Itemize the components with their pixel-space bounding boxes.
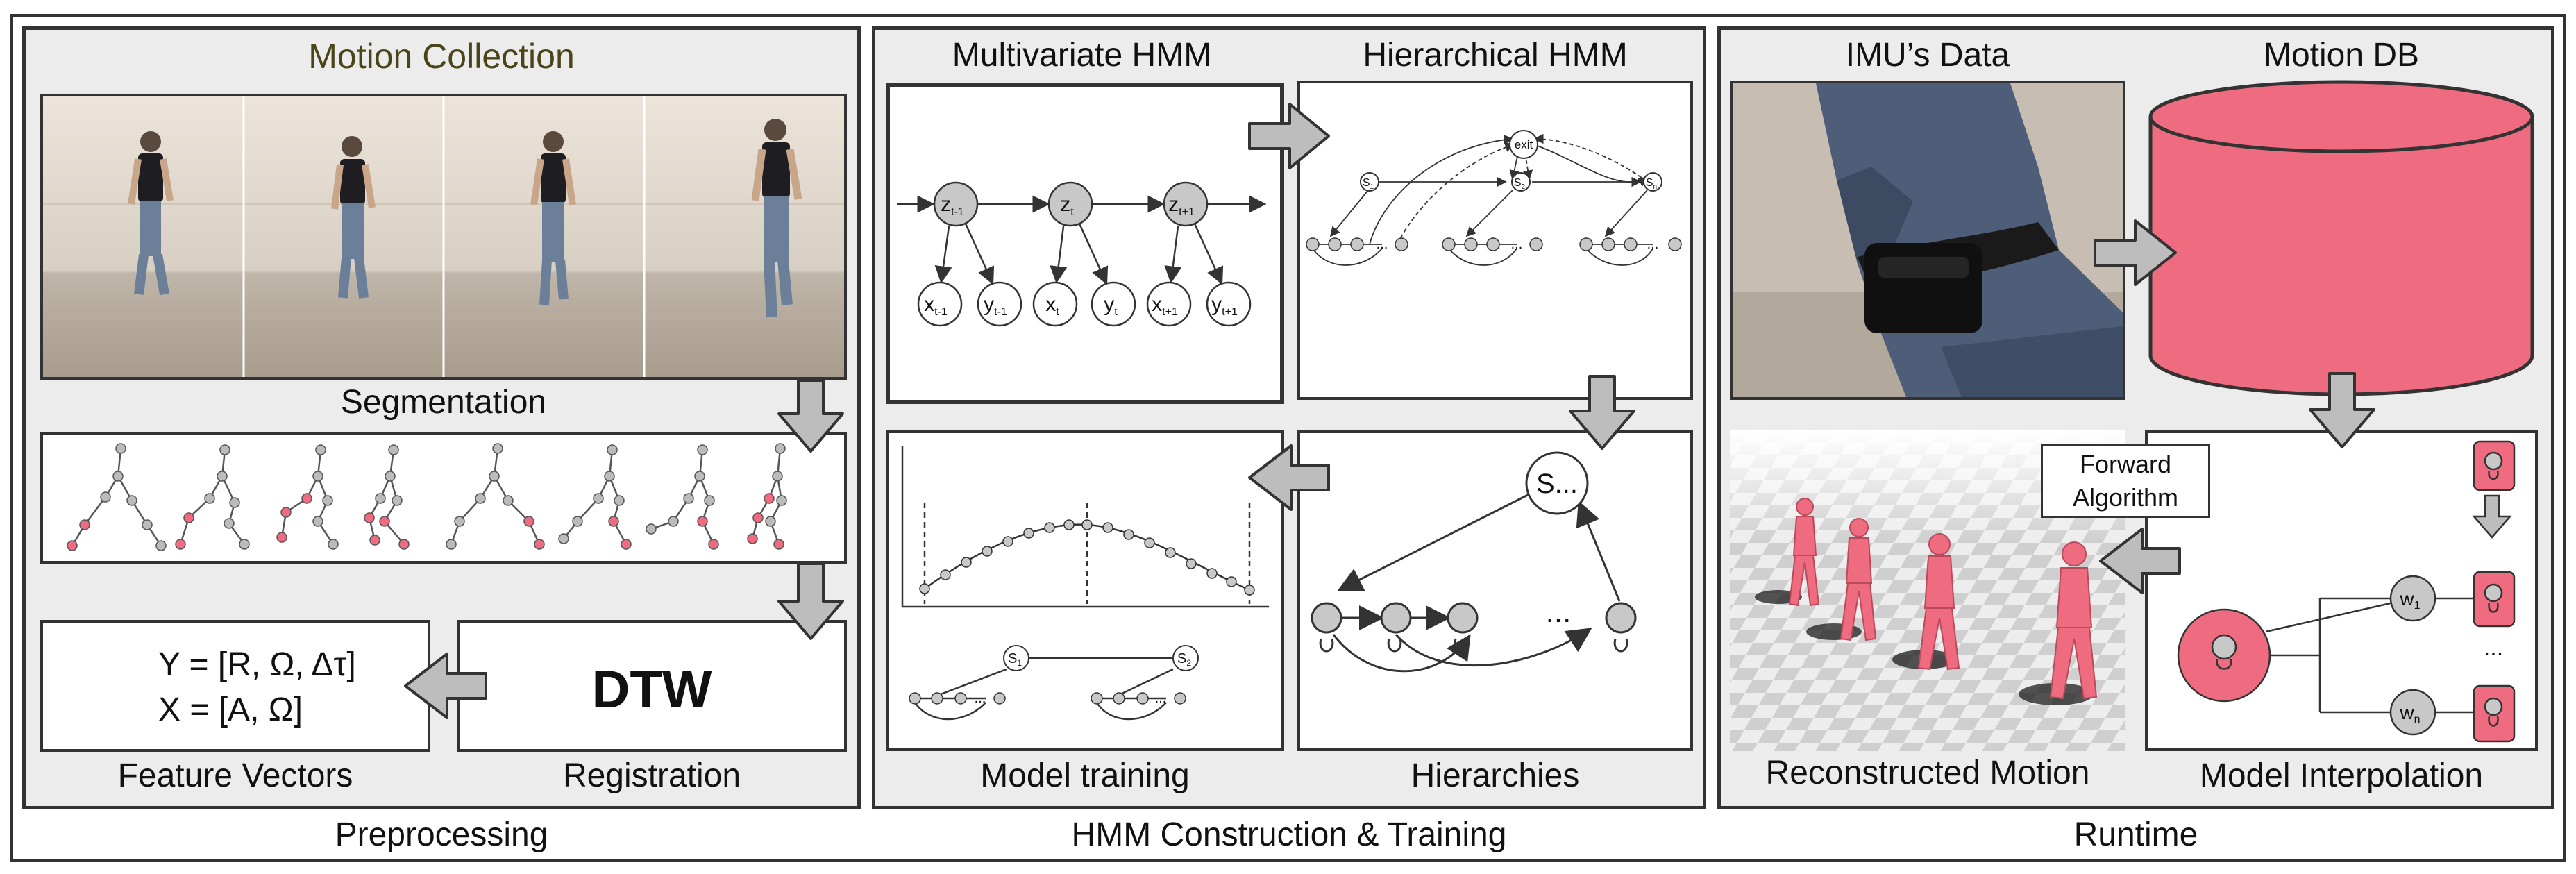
person-figure-2 [331,136,376,299]
hierarchies-label: Hierarchies [1411,757,1580,794]
runtime-section-label: Runtime [2073,816,2198,853]
preprocessing-section-label: Preprocessing [335,816,548,853]
svg-text:...: ... [1377,237,1388,252]
avatar-figure-1 [1788,498,1820,607]
model-training-label: Model training [980,757,1190,794]
motion-photo-strip [43,96,844,377]
hierarchical-hmm-title: Hierarchical HMM [1363,37,1628,74]
arrow-to-interpolation [2309,372,2375,448]
svg-text:...: ... [1155,691,1167,706]
hierarchies-box: S... ... [1297,430,1693,751]
imu-photo [1730,81,2125,400]
svg-text:zt+1: zt+1 [1168,193,1195,218]
outer-frame [10,14,2566,862]
forward-algorithm-box [2041,444,2210,518]
svg-text:...: ... [1511,237,1523,252]
arrow-to-hierarchical [1248,103,1330,169]
hierarchical-hmm-graph: exit S1 S2 Sn ... ... ... [1306,130,1682,266]
model-training-box: S1 S2 ... ... [886,430,1284,751]
multivariate-hmm-title: Multivariate HMM [952,37,1212,74]
svg-text:...: ... [1546,595,1572,629]
arrow-to-motion-db [2094,219,2177,286]
svg-text:zt-1: zt-1 [941,193,964,218]
avatar-figure-4 [2049,541,2098,700]
svg-text:Sn: Sn [1646,177,1657,191]
svg-text:yt+1: yt+1 [1211,293,1238,318]
equation-y: Y = [R, Ω, Δτ] [158,646,356,683]
motion-collection-photos [40,94,847,380]
avatar-figure-3 [1917,533,1960,671]
forward-algorithm-line2: Algorithm [2072,483,2179,512]
person-figure-4 [751,119,802,318]
svg-text:...: ... [975,691,986,706]
registration-box [457,620,847,752]
hierarchies-graph: S... ... [1311,451,1637,673]
interp-down-arrow [2472,494,2512,539]
svg-text:S2: S2 [1514,177,1526,191]
segmentation-skeletons [67,443,787,551]
multivariate-hmm-box: zt-1 zt zt+1 xt-1 yt-1 xt yt xt+1 yt+1 [886,83,1284,404]
svg-text:...: ... [1647,237,1659,252]
svg-text:yt: yt [1104,293,1118,318]
registration-label: Registration [562,757,741,794]
segmentation-box [40,432,847,564]
svg-text:wn: wn [2399,702,2420,725]
arrow-to-hierarchies [1569,375,1635,450]
model-interpolation-label: Model Interpolation [2199,757,2484,794]
model-interpolation-graph: w1 wn ... [2177,440,2516,743]
motion-db-title: Motion DB [2263,37,2420,74]
segmentation-label: Segmentation [340,384,547,421]
arrow-to-segmentation [777,379,844,453]
dtw-label: DTW [591,660,712,719]
multivariate-hmm-graph: zt-1 zt zt+1 xt-1 yt-1 xt yt xt+1 yt+1 [897,181,1267,327]
person-figure-3 [530,131,576,305]
model-training-graph: S1 S2 ... ... [901,446,1269,721]
svg-text:S1: S1 [1363,177,1374,191]
arrow-to-feature-vectors [404,653,487,719]
equation-x: X = [A, Ω] [158,691,303,728]
svg-text:xt: xt [1045,293,1059,318]
svg-text:zt: zt [1060,193,1074,218]
person-figure-1 [128,131,174,296]
svg-text:xt-1: xt-1 [924,293,948,318]
svg-text:xt+1: xt+1 [1152,293,1178,318]
svg-text:S...: S... [1536,469,1578,499]
imu-data-title: IMU’s Data [1845,37,2010,74]
svg-text:w1: w1 [2399,588,2420,612]
arrow-to-model-training [1248,444,1330,511]
arrow-to-reconstructed [2099,528,2181,594]
forward-algorithm-line1: Forward [2079,450,2172,478]
feature-vectors-label: Feature Vectors [117,757,353,794]
avatar-figure-2 [1840,518,1877,641]
hmm-section-label: HMM Construction & Training [1071,816,1507,853]
imu-photo-image [1733,83,2123,397]
reconstructed-motion-label: Reconstructed Motion [1765,755,2090,791]
motion-collection-title: Motion Collection [308,37,575,76]
hierarchical-hmm-box: exit S1 S2 Sn ... ... ... [1297,81,1693,400]
svg-text:...: ... [2484,635,2503,661]
svg-text:yt-1: yt-1 [984,293,1007,318]
arrow-to-registration [777,562,844,640]
svg-text:S2: S2 [1177,651,1191,668]
motion-db-cylinder [2148,80,2534,396]
svg-text:S1: S1 [1008,651,1022,668]
svg-text:exit: exit [1515,138,1533,151]
